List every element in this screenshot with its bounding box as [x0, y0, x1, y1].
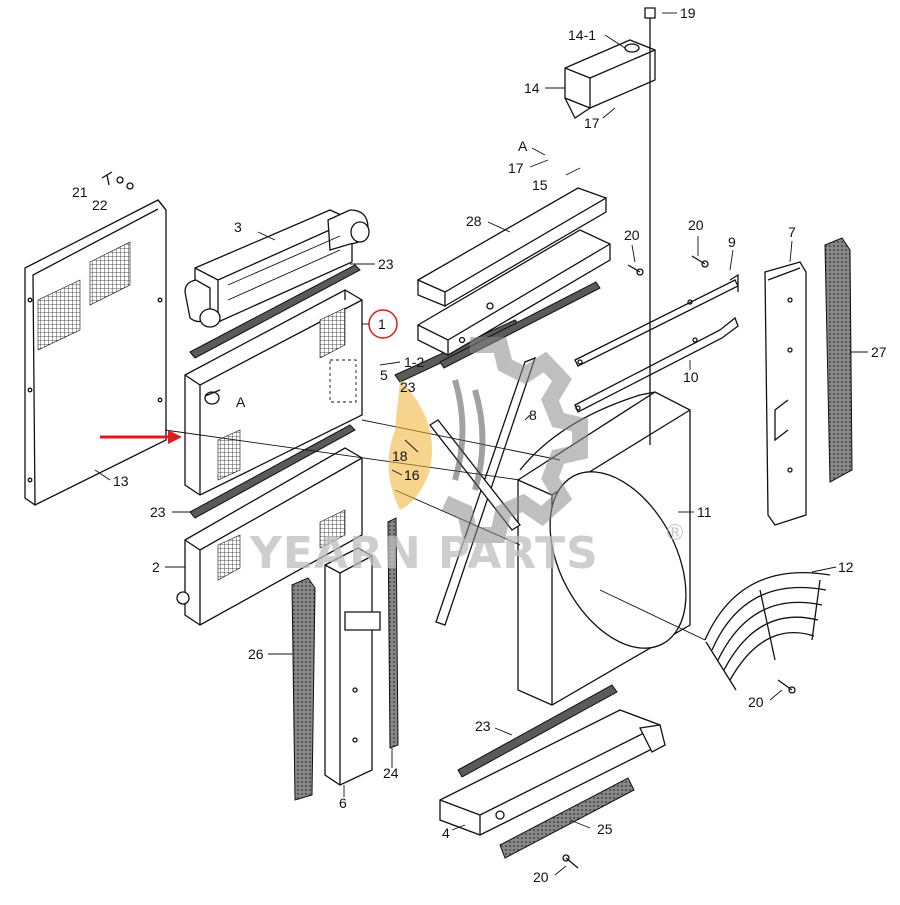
stay-10	[574, 316, 739, 413]
callout-10: 10	[683, 369, 699, 385]
watermark-text: YEARN PARTS	[249, 528, 599, 579]
callout-9: 9	[728, 234, 736, 250]
leader-lines	[94, 12, 868, 876]
radiator-1	[184, 289, 363, 496]
side-plate-6	[324, 547, 381, 786]
callout-15: 15	[532, 177, 548, 193]
callout-23b: 23	[400, 379, 416, 395]
intercooler-3	[184, 209, 370, 328]
bolt-20a	[627, 264, 644, 276]
callout-5: 5	[380, 367, 388, 383]
callout-3: 3	[234, 219, 242, 235]
callout-27: 27	[871, 344, 887, 360]
callout-14-1: 14-1	[568, 27, 596, 43]
callout-22: 22	[92, 197, 108, 213]
callout-A-1: A	[518, 138, 528, 154]
callout-26: 26	[248, 646, 264, 662]
bottom-bracket-4	[439, 709, 666, 836]
watermark-registered: ®	[664, 521, 686, 546]
callout-13: 13	[113, 473, 129, 489]
callout-20c: 20	[748, 694, 764, 710]
seal-strip-24	[387, 517, 399, 749]
callout-20d: 20	[533, 869, 549, 885]
stay-9	[574, 273, 739, 367]
bolt-20b	[691, 255, 709, 268]
callout-16: 16	[404, 467, 420, 483]
side-screen-panel-13	[24, 199, 167, 506]
callout-14: 14	[524, 80, 540, 96]
callout-7: 7	[788, 224, 796, 240]
bolt-21	[101, 171, 134, 190]
callout-12: 12	[838, 559, 854, 575]
seal-strip-23d	[457, 684, 618, 778]
fan-guard-12	[704, 571, 831, 691]
seal-strip-23c	[189, 424, 356, 519]
callout-20a: 20	[624, 227, 640, 243]
hose-15	[547, 107, 631, 174]
callout-2: 2	[152, 559, 160, 575]
callout-4: 4	[442, 825, 450, 841]
callout-17a: 17	[584, 115, 600, 131]
watermark-gear-icon	[441, 337, 588, 543]
callout-23d: 23	[475, 718, 491, 734]
seal-strip-25	[499, 777, 635, 859]
callout-A-2: A	[236, 394, 246, 410]
callout-24: 24	[383, 765, 399, 781]
callout-25: 25	[597, 821, 613, 837]
seal-strip-23a	[189, 264, 361, 359]
callout-8: 8	[529, 407, 537, 423]
callout-11: 11	[697, 504, 712, 520]
oil-cooler-2	[176, 447, 363, 626]
callout-28: 28	[466, 213, 482, 229]
callout-19: 19	[680, 5, 696, 21]
vertical-bracket-7	[764, 261, 807, 526]
callout-17b: 17	[508, 160, 524, 176]
callout-1: 1	[378, 316, 386, 332]
reservoir-14	[564, 39, 656, 119]
callout-23a: 23	[378, 256, 394, 272]
callout-21: 21	[72, 184, 88, 200]
foam-seal-26	[291, 577, 316, 801]
callout-1-2: 1-2	[404, 354, 424, 370]
callout-6: 6	[339, 795, 347, 811]
callout-18: 18	[392, 448, 408, 464]
top-cover-28	[416, 187, 608, 307]
bolt-20c	[777, 679, 796, 694]
callout-labels: 19 14-1 14 17 A 17 15 21 22 3 23 28 20 2…	[72, 5, 887, 885]
bolt-20d	[562, 854, 579, 869]
callout-20b: 20	[688, 217, 704, 233]
foam-seal-27	[824, 237, 853, 483]
callout-23c: 23	[150, 504, 166, 520]
highlight-arrow	[100, 430, 182, 444]
rod-19	[644, 7, 656, 445]
